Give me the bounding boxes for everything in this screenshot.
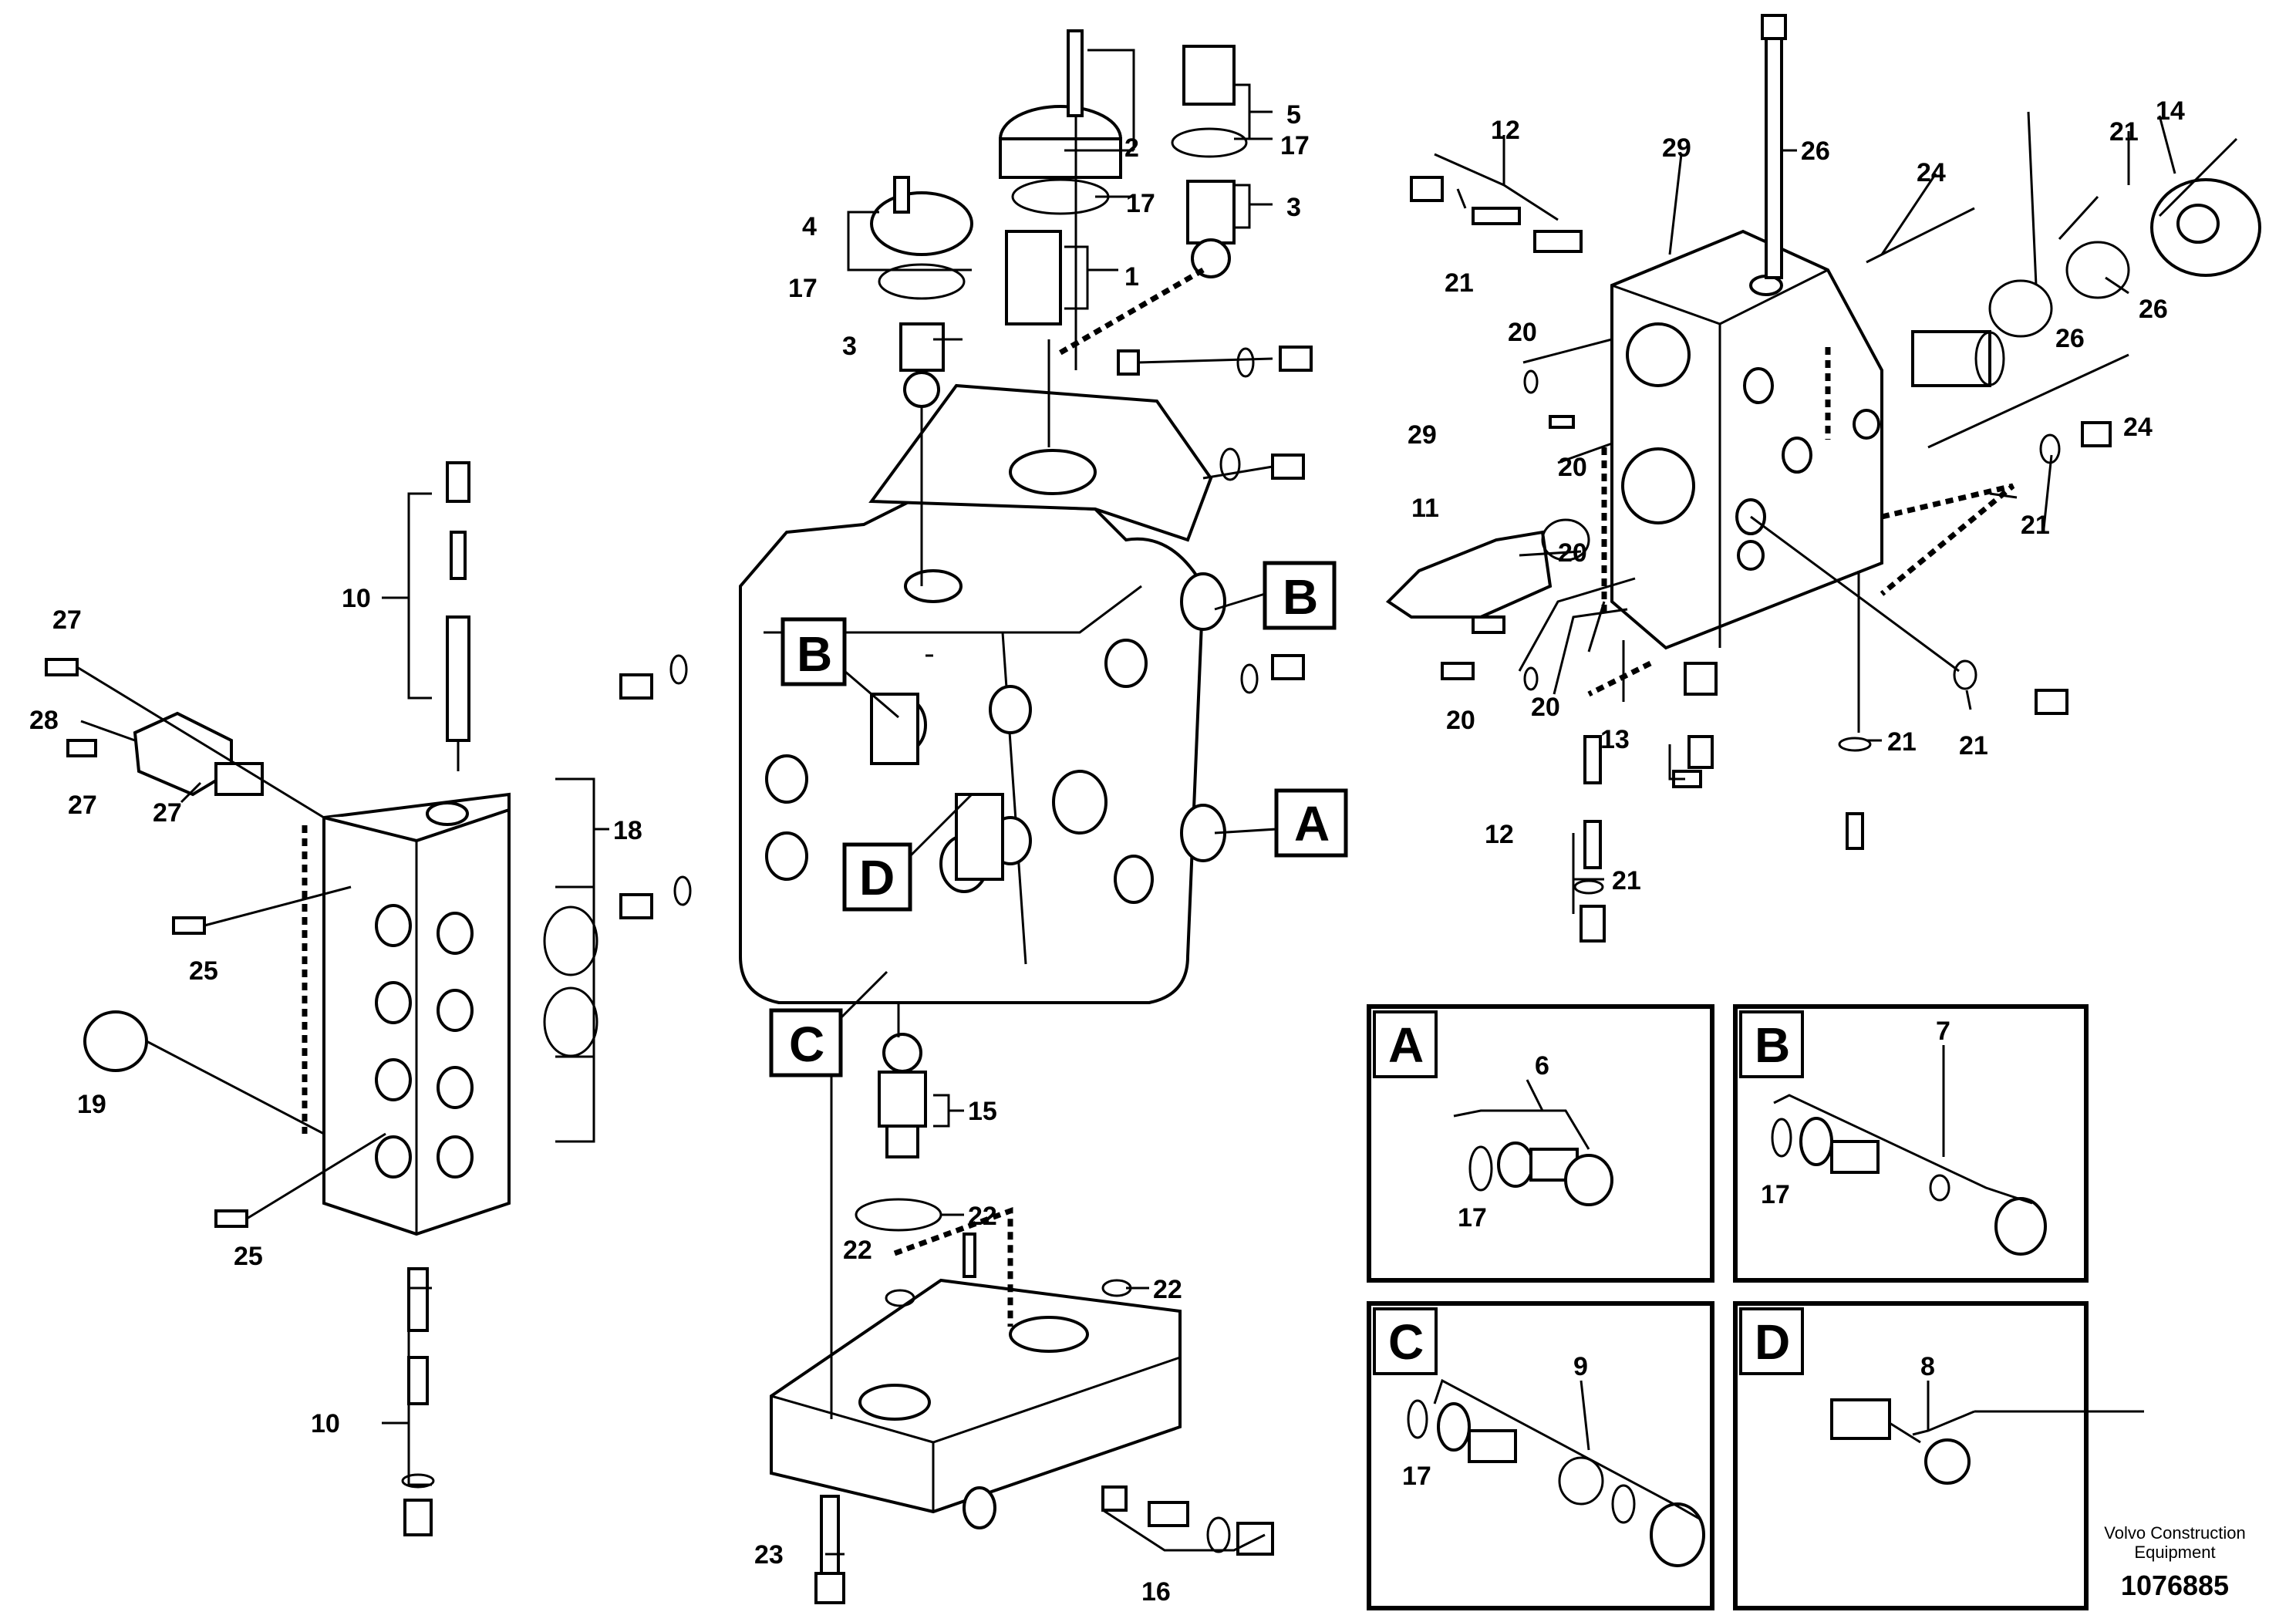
left-valve-block [45, 461, 598, 1536]
detail-box-b [1733, 1004, 2089, 1283]
part-label-19: 19 [77, 1090, 106, 1119]
part-label-17-e: 17 [1761, 1180, 1790, 1209]
leader-lines [80, 49, 2238, 1556]
part-label-27-c: 27 [153, 798, 182, 828]
callout-letter-b-main: B [797, 626, 832, 682]
part-label-12-b: 12 [1485, 820, 1514, 849]
part-label-29-a: 29 [1662, 133, 1691, 163]
detail-box-a [1367, 1004, 1714, 1283]
part-label-27-b: 27 [68, 791, 97, 820]
callout-box-a-main [1214, 788, 1348, 858]
part-label-20-e: 20 [1531, 693, 1560, 722]
part-label-27-a: 27 [52, 605, 82, 635]
brand-line-1: Volvo Construction [2104, 1523, 2245, 1543]
callout-box-d-main [842, 793, 973, 912]
part-label-24-b: 24 [2123, 413, 2153, 442]
part-label-4: 4 [802, 212, 817, 241]
right-valve-block [1385, 14, 2261, 943]
part-label-3-b: 3 [1286, 193, 1301, 222]
part-label-20-c: 20 [1558, 538, 1587, 568]
callout-box-b-main [781, 617, 899, 719]
part-label-20-b: 20 [1558, 453, 1587, 482]
part-label-22-a: 22 [968, 1202, 997, 1231]
part-label-29-b: 29 [1408, 420, 1437, 450]
part-label-24-a: 24 [1917, 158, 1946, 187]
main-body-side-plugs [619, 346, 1313, 919]
part-label-17-d: 17 [1458, 1203, 1487, 1233]
callout-letter-b-right: B [1283, 569, 1318, 625]
part-label-1: 1 [1124, 262, 1139, 292]
part-label-17-b: 17 [1126, 189, 1155, 218]
callout-letter-d-main: D [859, 850, 895, 905]
part-label-23: 23 [754, 1540, 784, 1570]
detail-letter-a: A [1388, 1017, 1424, 1073]
check-valve-part-15 [855, 1003, 942, 1232]
part-label-21-a: 21 [1445, 268, 1474, 298]
part-label-22-b: 22 [843, 1236, 872, 1265]
part-label-28: 28 [29, 706, 59, 735]
part-label-15: 15 [968, 1097, 997, 1126]
part-label-7: 7 [1936, 1017, 1950, 1046]
part-label-9: 9 [1573, 1352, 1588, 1381]
part-label-20-d: 20 [1446, 706, 1475, 735]
main-valve-body [739, 383, 1226, 1004]
part-label-11: 11 [1411, 494, 1439, 523]
part-label-5: 5 [1286, 100, 1301, 130]
part-label-3-a: 3 [842, 332, 857, 361]
part-label-17-a: 17 [788, 274, 818, 303]
part-label-2: 2 [1124, 133, 1139, 163]
part-label-13: 13 [1600, 725, 1630, 754]
part-label-6: 6 [1535, 1051, 1549, 1081]
part-label-21-e: 21 [1959, 731, 1988, 760]
part-label-10-a: 10 [342, 584, 371, 613]
part-label-17-f: 17 [1402, 1462, 1431, 1491]
part-label-12-a: 12 [1491, 116, 1520, 145]
part-label-18: 18 [613, 816, 642, 845]
part-label-14: 14 [2156, 96, 2185, 126]
part-label-17-c: 17 [1280, 131, 1310, 160]
part-label-22-c: 22 [1153, 1275, 1182, 1304]
brand-line-2: Equipment [2134, 1543, 2215, 1562]
part-label-8: 8 [1920, 1352, 1935, 1381]
callout-letter-c-main: C [789, 1017, 824, 1072]
relief-valve-stack-top [870, 29, 1248, 586]
part-label-10-b: 10 [311, 1409, 340, 1438]
part-label-16: 16 [1141, 1577, 1171, 1607]
part-label-20-a: 20 [1508, 318, 1537, 347]
part-label-25-b: 25 [234, 1242, 263, 1271]
callout-box-b-right [1214, 561, 1337, 630]
detail-letter-b: B [1755, 1017, 1790, 1073]
part-label-25-a: 25 [189, 956, 218, 986]
detail-box-c [1367, 1301, 1714, 1610]
part-label-21-d: 21 [1887, 727, 1917, 757]
part-label-26-b: 26 [2139, 295, 2168, 324]
detail-box-d [1733, 1301, 2089, 1610]
bottom-cover-block [770, 1072, 1274, 1604]
part-label-21-f: 21 [1612, 866, 1641, 895]
part-label-26-c: 26 [2055, 324, 2085, 353]
callout-box-c-main [769, 970, 888, 1077]
part-label-21-c: 21 [2021, 511, 2050, 540]
detail-letter-d: D [1755, 1314, 1790, 1370]
part-label-21-b: 21 [2109, 117, 2139, 147]
detail-letter-c: C [1388, 1314, 1424, 1370]
part-label-26-a: 26 [1801, 137, 1830, 166]
drawing-number: 1076885 [2121, 1570, 2229, 1601]
callout-letter-a-main: A [1294, 796, 1330, 851]
